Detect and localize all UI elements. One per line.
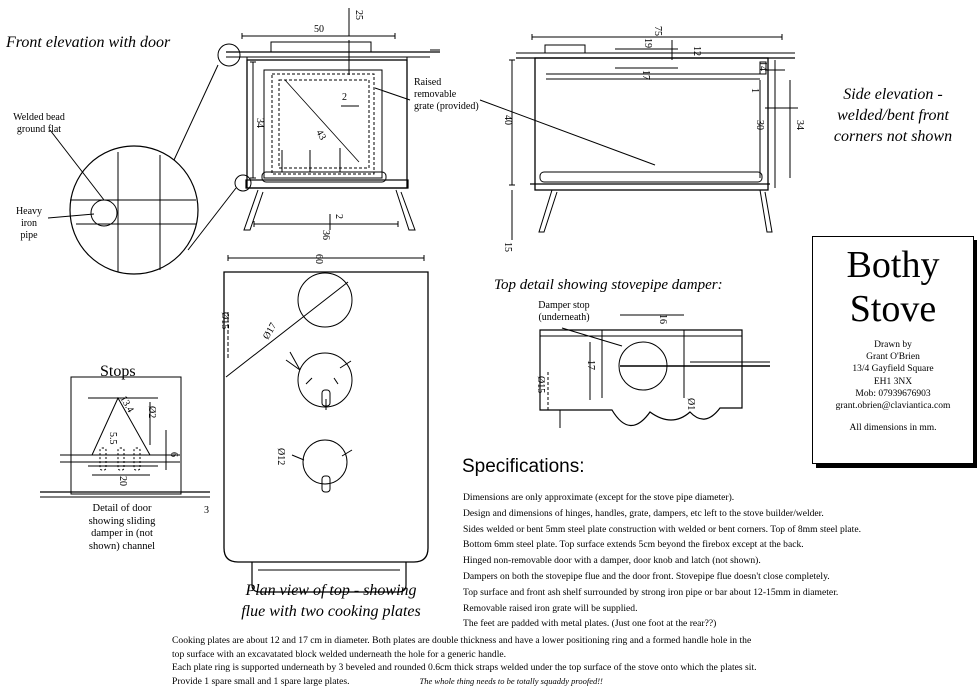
dim-front-43: 43 (313, 128, 328, 142)
dim-front-50: 50 (314, 24, 324, 35)
dim-damper-15: Ø15 (535, 376, 546, 393)
spec-line: Hinged non-removable door with a damper,… (463, 555, 761, 567)
caption-door-detail: Detail of door showing sliding damper in… (88, 503, 156, 552)
dim-stops-134: 13.4 (117, 394, 135, 415)
title-line-1: Bothy (846, 244, 940, 286)
note-line: Each plate ring is supported underneath … (172, 662, 757, 674)
spec-line: Dampers on both the stovepipe flue and t… (463, 570, 830, 582)
welded-bead-detail (47, 64, 237, 275)
address-line-2: EH1 3NX (873, 376, 913, 387)
caption-front: Front elevation with door (6, 34, 171, 51)
dim-front-25: 25 (353, 10, 364, 20)
dim-plan-60: 60 (313, 254, 324, 264)
specifications-heading: Specifications: (462, 456, 585, 477)
address-line-1: 13/4 Gayfield Square (852, 364, 934, 375)
title-line-2: Stove (849, 288, 937, 330)
dim-front-3: 3 (204, 505, 209, 516)
dim-side-1: 1 (749, 88, 760, 93)
caption-side: Side elevation - welded/bent front corne… (833, 86, 953, 145)
drawn-by: Drawn by (874, 340, 912, 350)
note-line: Cooking plates are about 12 and 17 cm in… (172, 635, 752, 646)
dim-damper-17: 17 (585, 360, 596, 370)
dim-plan-15: Ø15 (219, 312, 230, 329)
email: grant.obrien@claviantica.com (835, 401, 951, 412)
dim-front-34: 34 (254, 118, 265, 128)
stops-detail (40, 376, 210, 498)
label-welded-bead: Welded bead ground flat (13, 112, 65, 135)
spec-line: Top surface and front ash shelf surround… (463, 586, 839, 598)
spec-line: The feet are padded with metal plates. (… (463, 618, 717, 630)
label-heavy-pipe: Heavy iron pipe (15, 206, 43, 241)
dim-side-12: 12 (691, 46, 702, 56)
dim-front-2a: 2 (342, 92, 347, 103)
cooking-plate-notes: Cooking plates are about 12 and 17 cm in… (172, 634, 972, 688)
dim-side-34: 34 (794, 120, 805, 130)
dim-plan-17: Ø17 (261, 321, 279, 341)
units-note: All dimensions in mm. (849, 423, 937, 434)
note-line: top surface with an excavatated block we… (172, 648, 507, 660)
dim-side-14: 14 (757, 61, 768, 71)
dim-front-36: 36 (320, 230, 331, 240)
dim-front-2b: 2 (333, 214, 344, 219)
note-line: Provide 1 spare small and 1 spare large … (172, 675, 972, 689)
dim-stops-55: 5.5 (107, 432, 118, 445)
plan-view (223, 255, 429, 593)
dim-damper-1: Ø1 (685, 398, 696, 410)
spec-line: Design and dimensions of hinges, handles… (463, 507, 824, 519)
specifications-list: Dimensions are only approximate (except … (463, 490, 973, 632)
dim-damper-16: 16 (657, 314, 668, 324)
dim-stops-2: Ø2 (146, 406, 157, 418)
caption-plan: Plan view of top - showing flue with two… (241, 582, 421, 620)
spec-line: Sides welded or bent 5mm steel plate con… (463, 523, 861, 535)
caption-stops: Stops (100, 363, 136, 380)
front-elevation (217, 8, 440, 231)
dim-side-30: 30 (754, 120, 765, 130)
dim-plan-12: Ø12 (275, 448, 286, 465)
dim-side-40: 40 (502, 115, 513, 125)
label-damper-stop: Damper stop (underneath) (538, 300, 590, 323)
dim-side-75: 75 (652, 26, 663, 36)
spec-line: Bottom 6mm steel plate. Top surface exte… (463, 539, 804, 551)
note-line-text: Provide 1 spare small and 1 spare large … (172, 675, 350, 687)
side-elevation (479, 34, 798, 240)
squaddy-proof-note: The whole thing needs to be totally squa… (419, 675, 603, 686)
dim-stops-20: 20 (117, 476, 128, 486)
mobile: Mob: 07939676903 (855, 388, 931, 399)
damper-detail (539, 314, 770, 428)
spec-line: Dimensions are only approximate (except … (463, 492, 735, 503)
dim-stops-6: 6 (168, 452, 179, 457)
caption-top-detail: Top detail showing stovepipe damper: (494, 277, 723, 293)
dim-side-17: 17 (640, 70, 651, 80)
author-name: Grant O'Brien (866, 352, 920, 363)
label-raised-grate: Raised removable grate (provided) (414, 77, 479, 112)
dim-side-19: 19 (642, 38, 653, 48)
spec-line: Removable raised iron grate will be supp… (463, 602, 638, 614)
title-block: Bothy Stove Drawn by Grant O'Brien 13/4 … (812, 236, 974, 464)
dim-side-15: 15 (502, 242, 513, 252)
